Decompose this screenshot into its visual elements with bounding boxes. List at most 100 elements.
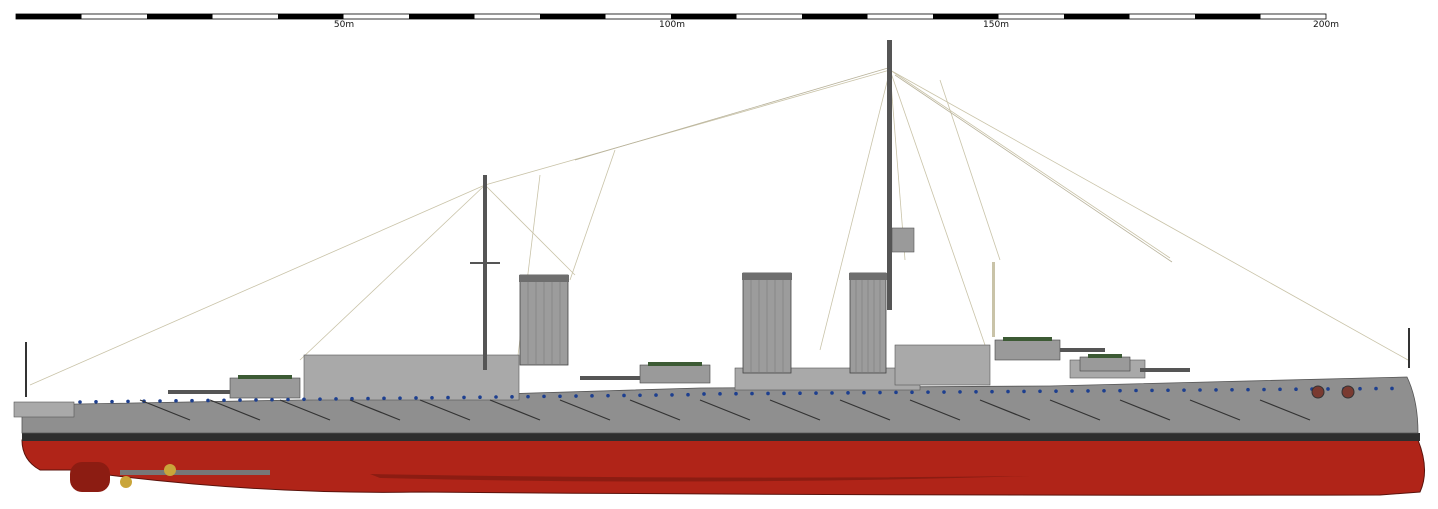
scale-bar-segment: [540, 14, 606, 19]
scale-bar-segment: [16, 14, 82, 19]
rigging-stay: [484, 184, 576, 276]
boat-boom: [489, 399, 541, 421]
porthole: [302, 397, 306, 402]
porthole: [158, 399, 162, 403]
rigging-stay: [574, 67, 889, 161]
scale-label-150m: 150m: [983, 20, 1009, 30]
porthole: [254, 398, 258, 402]
porthole: [734, 391, 738, 396]
porthole: [462, 395, 466, 400]
boat-boom: [349, 399, 401, 421]
porthole: [1038, 389, 1042, 394]
porthole: [318, 397, 322, 401]
porthole: [1102, 388, 1106, 393]
scale-bar-segment: [278, 14, 344, 19]
porthole: [990, 389, 994, 394]
porthole: [798, 391, 802, 396]
porthole: [1086, 389, 1090, 393]
porthole: [1198, 388, 1202, 392]
porthole: [206, 398, 210, 403]
porthole: [1390, 386, 1394, 391]
porthole: [110, 399, 114, 404]
boat-boom: [1119, 399, 1171, 421]
boat-boom: [279, 399, 331, 421]
porthole: [1150, 388, 1154, 393]
hawse-pipe: [1311, 385, 1325, 399]
scale-bar-segment: [671, 14, 737, 19]
porthole: [382, 396, 386, 401]
hull-underwater: [21, 439, 1425, 496]
funnel-cap: [742, 273, 792, 280]
boat-boom: [839, 399, 891, 421]
scale-bar-segment: [409, 14, 475, 19]
porthole: [1358, 386, 1362, 391]
boat-boom: [909, 399, 961, 421]
propeller-shaft: [120, 470, 270, 475]
porthole: [926, 390, 930, 394]
porthole: [430, 395, 434, 400]
porthole: [174, 399, 178, 403]
gun-turret: [639, 364, 711, 384]
porthole: [542, 394, 546, 399]
porthole: [1326, 387, 1330, 391]
porthole: [1278, 387, 1282, 392]
rigging-stay: [484, 69, 891, 186]
turret-roof: [238, 375, 292, 379]
scale-bar-segment: [1195, 14, 1261, 19]
porthole: [766, 391, 770, 396]
gun-barrel: [168, 390, 230, 394]
boat-boom: [209, 399, 261, 421]
scale-label-50m: 50m: [333, 20, 355, 30]
scale-bar-segment: [933, 14, 999, 19]
porthole: [1022, 389, 1026, 394]
main-mast-platform: [891, 227, 915, 253]
rigging-stay: [889, 69, 986, 346]
porthole: [750, 391, 754, 396]
porthole: [942, 390, 946, 394]
porthole: [638, 393, 642, 398]
porthole: [590, 394, 594, 398]
hull-topside: [21, 376, 1419, 434]
porthole: [814, 391, 818, 395]
scale-bar: [15, 13, 1327, 20]
porthole: [782, 391, 786, 396]
porthole: [686, 392, 690, 397]
rigging-stay: [939, 79, 1001, 261]
boat-boom: [769, 399, 821, 421]
porthole: [1166, 388, 1170, 393]
funnel-cap: [519, 275, 569, 282]
porthole: [238, 398, 242, 402]
superstructure: [25, 40, 1410, 399]
turret-roof: [1003, 337, 1052, 341]
rigging-stay: [894, 74, 1173, 263]
porthole: [1214, 388, 1218, 392]
turret-roof: [1088, 354, 1122, 358]
rigging-stay: [889, 69, 1409, 361]
gun-barrel: [1060, 348, 1105, 352]
scale-bar-segment: [147, 14, 213, 19]
propeller: [164, 464, 176, 476]
porthole: [622, 393, 626, 398]
porthole: [510, 395, 514, 399]
porthole: [494, 395, 498, 399]
porthole: [222, 398, 226, 403]
porthole: [1182, 388, 1186, 392]
porthole: [1054, 389, 1058, 393]
rigging-stay: [889, 69, 1171, 259]
porthole: [446, 395, 450, 400]
funnel-cap: [849, 273, 887, 280]
hull-details: [70, 385, 1394, 492]
rigging-lines: [29, 67, 1409, 386]
porthole: [1374, 386, 1378, 391]
scale-label-200m: 200m: [1313, 20, 1339, 30]
derrick-post: [992, 262, 995, 337]
porthole: [350, 396, 354, 401]
boat-boom: [629, 399, 681, 421]
porthole: [1294, 387, 1298, 392]
main-mast: [887, 40, 892, 310]
boat-boom: [139, 399, 191, 421]
boat-boom: [559, 399, 611, 421]
boat-boom: [1189, 399, 1241, 421]
